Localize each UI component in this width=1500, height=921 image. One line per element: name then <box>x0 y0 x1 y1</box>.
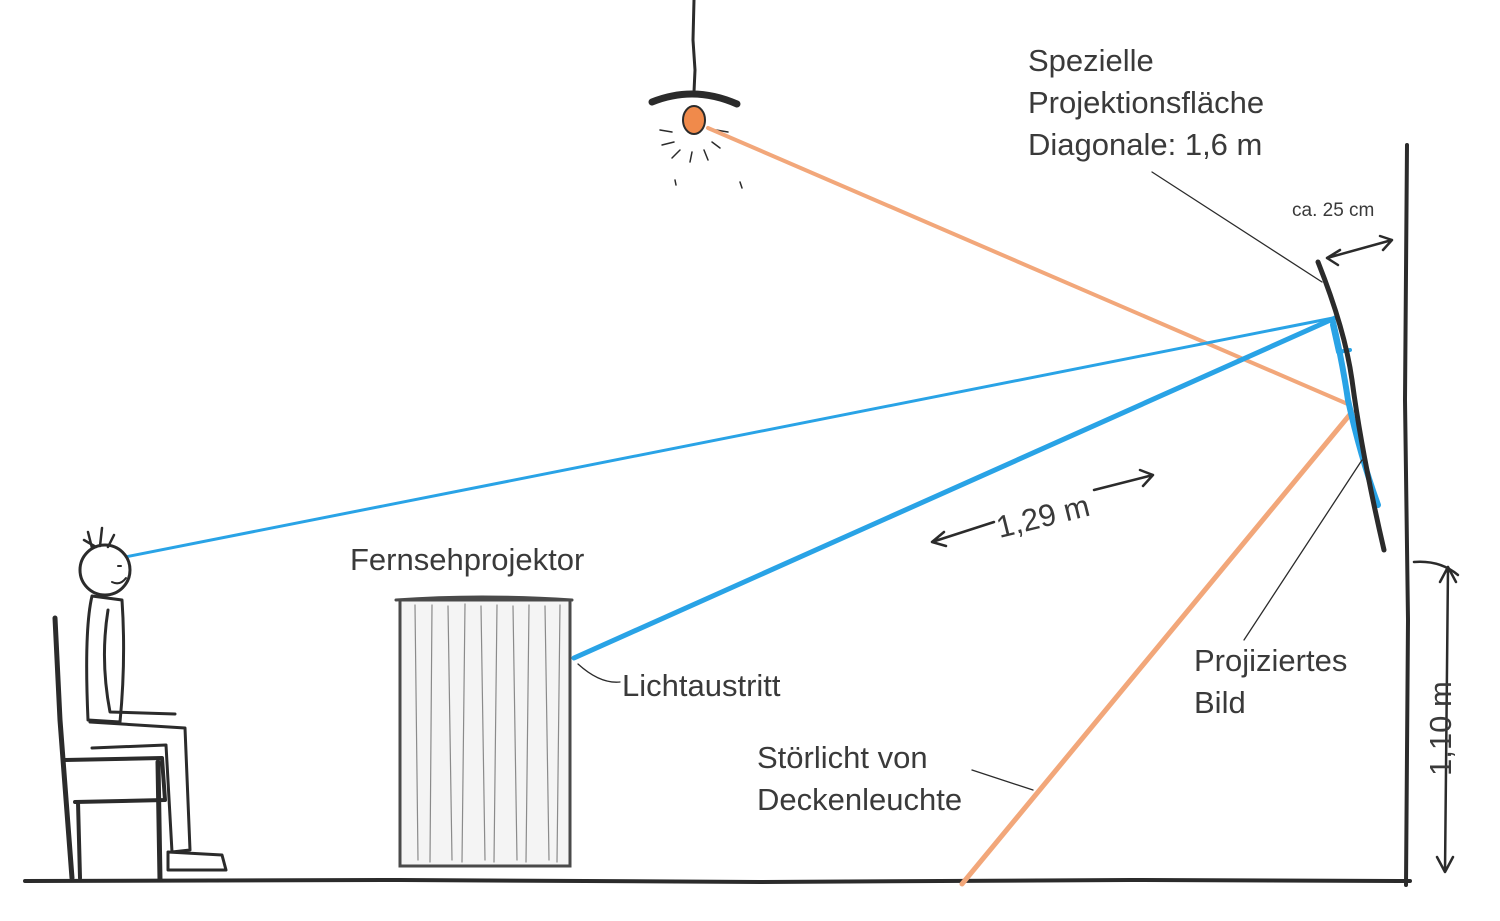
distance-arrow <box>930 468 1155 548</box>
chair-back <box>52 615 75 881</box>
viewing-line <box>118 316 1335 560</box>
stray-leader-line <box>971 769 1034 791</box>
screen-leader-line <box>1151 171 1323 283</box>
wall-line <box>1403 143 1410 887</box>
chair-front-leg <box>155 759 163 883</box>
viewer-torso <box>85 594 126 724</box>
lamp-bulb-icon <box>682 105 706 135</box>
exit-leader-line <box>577 663 621 683</box>
chair-seat <box>63 756 167 804</box>
projected-image-line2: Bild <box>1194 685 1246 720</box>
viewer-foot <box>166 850 228 872</box>
light-exit-label: Lichtaustritt <box>622 668 781 703</box>
ceiling-lamp <box>648 0 743 189</box>
lamp-shade <box>648 90 741 108</box>
stray-light-ray-lamp <box>706 126 1352 407</box>
screen-title: Spezielle Projektionsfläche Diagonale: 1… <box>1028 40 1264 166</box>
projection-screen <box>1315 259 1387 553</box>
lamp-rays <box>659 129 743 189</box>
projector-texture <box>414 603 561 863</box>
projector-label: Fernsehprojektor <box>350 542 585 577</box>
height-tick-top <box>1412 560 1460 577</box>
height-label: 1,10 m <box>1423 681 1458 776</box>
viewer-legs <box>88 720 192 854</box>
stray-light-line2: Deckenleuchte <box>757 782 963 817</box>
stray-light-ray-floor <box>959 409 1355 887</box>
stray-light-label: Störlicht von Deckenleuchte <box>757 737 962 821</box>
viewer-head <box>78 543 132 597</box>
lamp-cord <box>691 0 697 94</box>
gap-label: ca. 25 cm <box>1292 200 1375 221</box>
height-arrow <box>1435 565 1458 874</box>
projected-image-line1: Projiziertes <box>1194 643 1348 678</box>
viewer <box>78 526 228 872</box>
screen-title-line3: Diagonale: 1,6 m <box>1028 127 1263 162</box>
stray-light-line1: Störlicht von <box>757 740 928 775</box>
tv-projector <box>394 595 574 868</box>
chair <box>52 615 167 883</box>
projector-top <box>394 595 574 602</box>
projector-body <box>398 598 572 868</box>
gap-arrow <box>1325 234 1394 267</box>
screen-title-line1: Spezielle <box>1028 43 1154 78</box>
floor-line <box>23 878 1412 884</box>
viewer-face <box>111 565 127 585</box>
chair-back-leg <box>76 800 82 880</box>
projected-image-label: Projiziertes Bild <box>1194 640 1347 724</box>
screen-title-line2: Projektionsfläche <box>1028 85 1265 120</box>
image-leader-line <box>1243 459 1363 641</box>
viewer-arm <box>102 608 177 716</box>
projector-beam <box>571 315 1338 661</box>
viewer-hair <box>82 526 116 550</box>
